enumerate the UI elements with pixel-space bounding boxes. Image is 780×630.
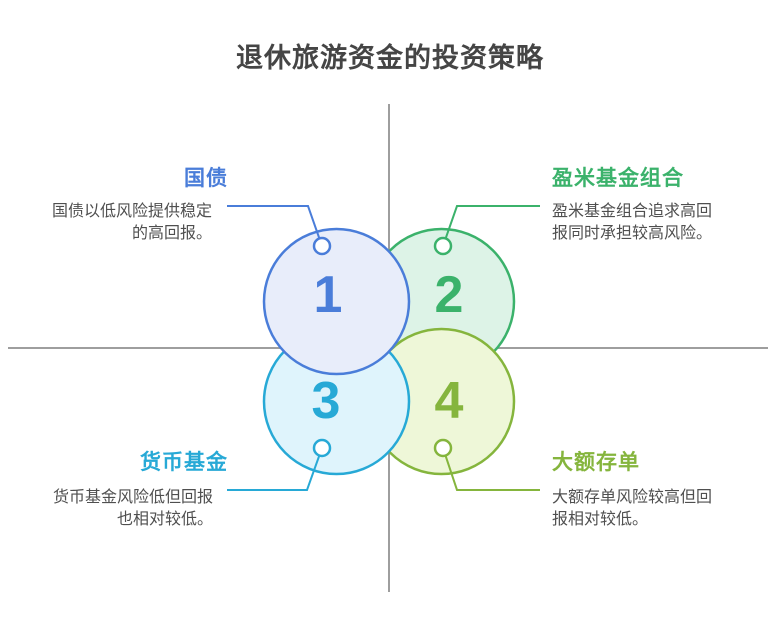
quadrant-2-heading: 盈米基金组合 [552,167,684,190]
anchor-ring-2 [433,236,453,256]
leader-line-4 [442,447,540,491]
circle-number-4: 4 [434,371,464,430]
quadrant-3-desc-line2: 也相对较低。 [116,510,213,528]
quadrant-4-desc-line2: 报相对较低。 [552,510,649,528]
anchor-ring-3 [312,438,332,458]
quadrant-1-description: 国债以低风险提供稳定 的高回报。 [40,201,212,244]
circle-number-3: 3 [311,371,341,430]
anchor-ring-4 [433,438,453,458]
quadrant-4-description: 大额存单风险较高但回 报相对较低。 [552,487,724,530]
quadrant-3-description: 货币基金风险低但回报 也相对较低。 [41,487,213,530]
diagram-title: 退休旅游资金的投资策略 [236,43,544,73]
quadrant-2-description: 盈米基金组合追求高回 报同时承担较高风险。 [552,201,724,244]
circle-number-1: 1 [313,265,343,324]
circle-number-2: 2 [434,265,464,324]
quadrant-1-desc-line2: 的高回报。 [131,224,212,242]
quadrant-2-desc-line1: 盈米基金组合追求高回 [552,203,713,220]
leader-line-2 [442,205,540,247]
quadrant-1-desc-line1: 国债以低风险提供稳定 [51,203,212,220]
leader-line-1 [227,205,323,247]
quadrant-3-heading: 货币基金 [140,451,228,474]
quadrant-4-desc-line1: 大额存单风险较高但回 [552,489,713,506]
quadrant-4-heading: 大额存单 [552,451,640,474]
quadrant-1-heading: 国债 [184,167,228,190]
venn-circle-1 [264,229,409,374]
quadrant-2-desc-line2: 报同时承担较高风险。 [552,224,713,242]
quadrant-3-desc-line1: 货币基金风险低但回报 [52,489,213,506]
venn-circle-1-stroke [262,227,411,376]
anchor-ring-1 [312,236,332,256]
leader-line-3 [227,447,323,491]
venn-circle-4 [369,329,514,474]
